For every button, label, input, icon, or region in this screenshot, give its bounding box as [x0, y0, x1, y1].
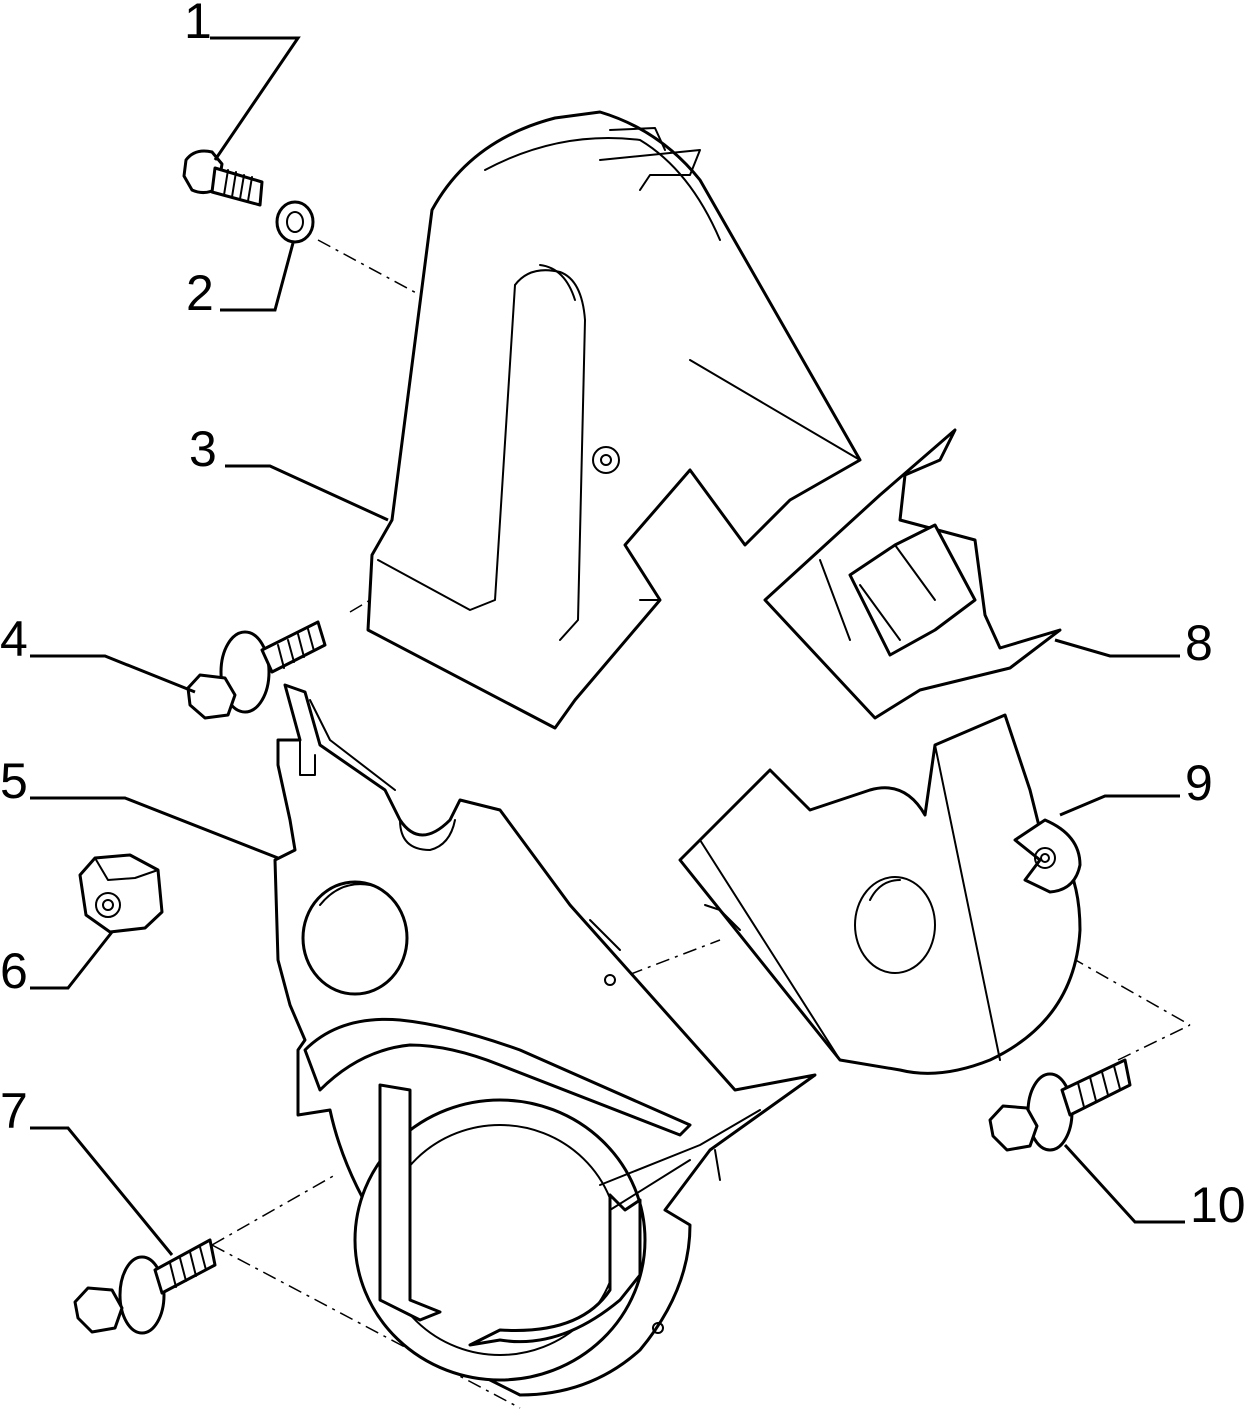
leader-lines	[30, 36, 1185, 1256]
lower-timing-cover	[273, 683, 817, 1397]
callout-labels: 1 2 3 4 5 6 7 8 9 10	[0, 0, 1244, 1233]
leader-7	[30, 1126, 174, 1256]
bolt-part-7	[73, 1238, 217, 1335]
callout-5: 5	[0, 753, 28, 809]
nut-part-6	[78, 853, 164, 934]
leader-6	[30, 931, 114, 990]
callout-10: 10	[1190, 1177, 1244, 1233]
bolt-part-4	[186, 620, 327, 720]
leader-3	[225, 464, 389, 522]
middle-timing-cover	[678, 713, 1082, 1075]
leader-9	[1059, 794, 1180, 817]
bolt-part-10	[988, 1058, 1132, 1152]
leader-4	[30, 654, 196, 694]
callout-4: 4	[0, 611, 28, 667]
washer-part-2	[275, 200, 315, 244]
leader-10	[1063, 1143, 1185, 1224]
callout-8: 8	[1185, 615, 1213, 671]
bolt-part-1	[182, 149, 264, 207]
callout-1: 1	[184, 0, 212, 49]
leader-1	[210, 36, 301, 161]
cover-seal	[763, 428, 1062, 720]
callout-9: 9	[1185, 755, 1213, 811]
leader-8	[1054, 638, 1180, 658]
callout-6: 6	[0, 943, 28, 999]
callout-3: 3	[189, 421, 217, 477]
leader-2	[220, 242, 295, 312]
callout-2: 2	[186, 265, 214, 321]
callout-7: 7	[0, 1083, 28, 1139]
leader-5	[30, 796, 279, 860]
upper-timing-cover	[366, 110, 862, 730]
